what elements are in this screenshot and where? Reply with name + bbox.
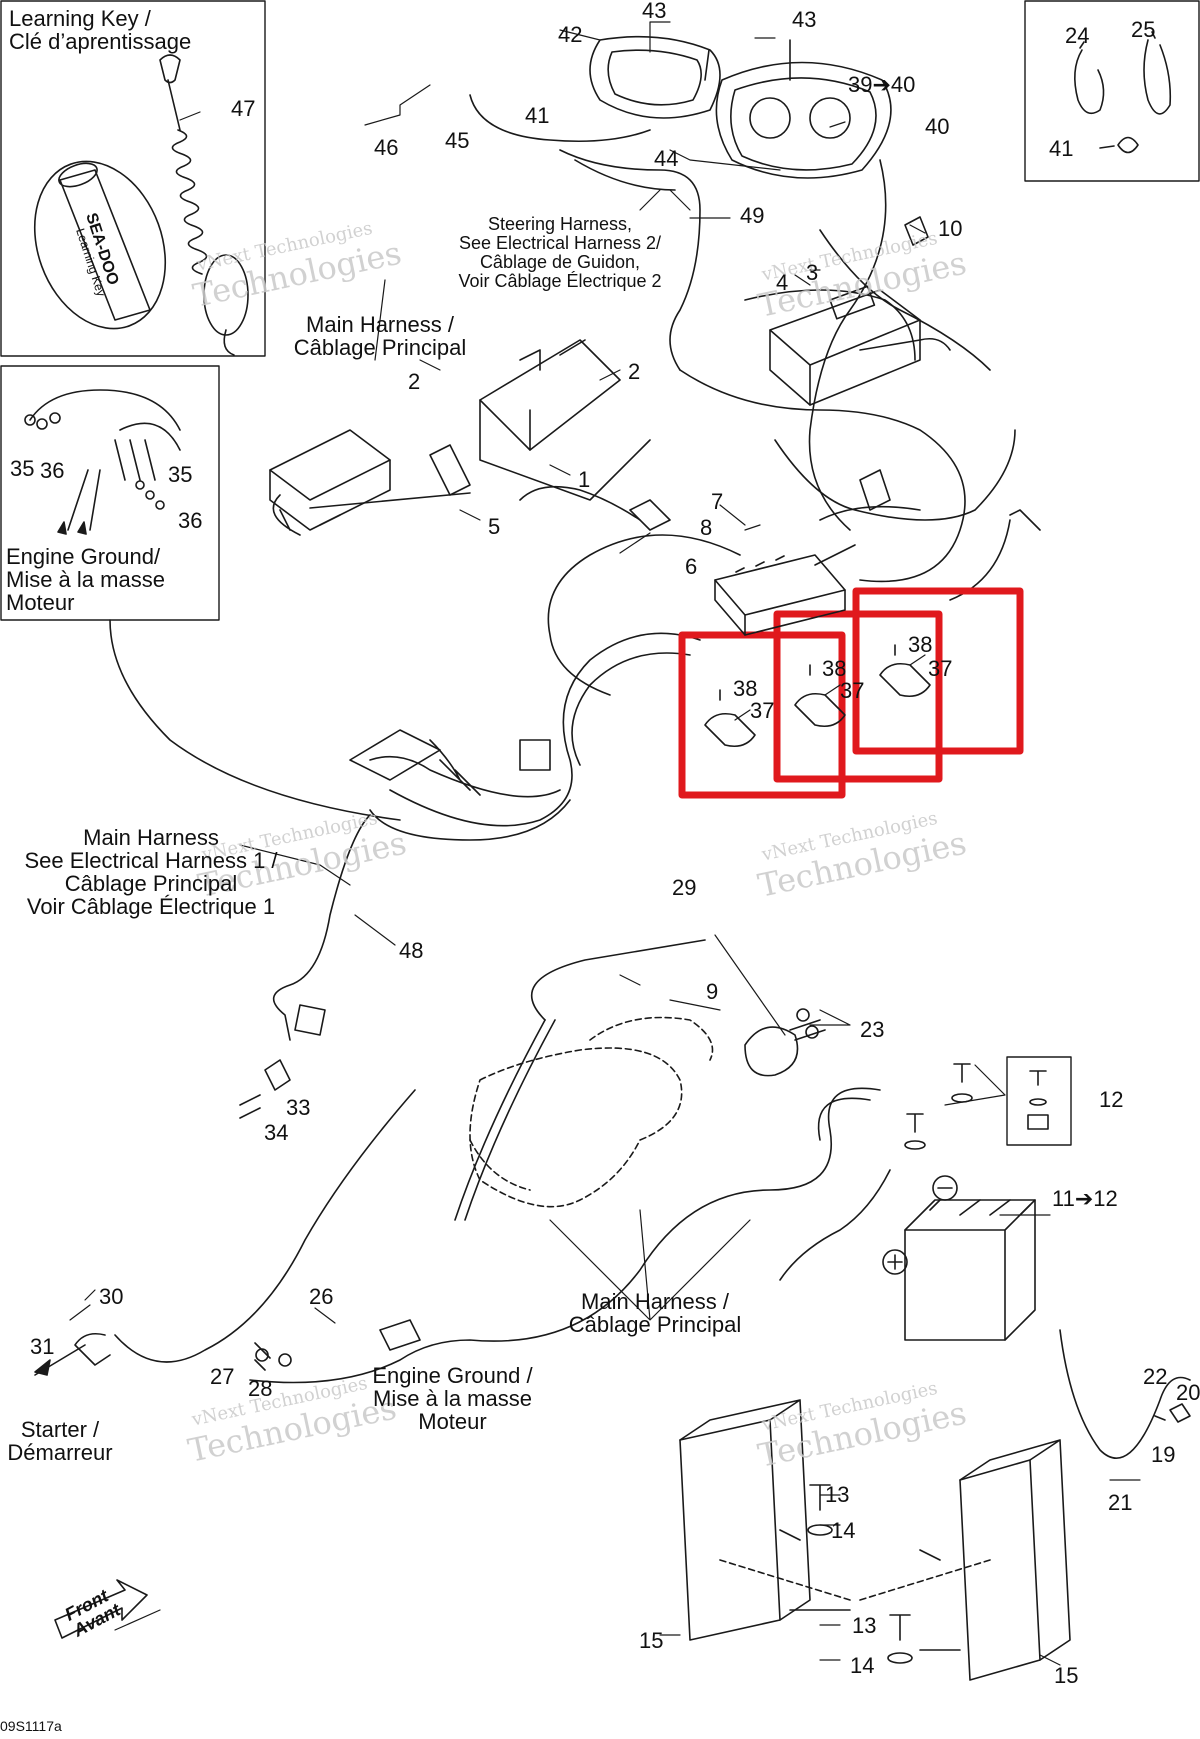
highlight-box-3 [852, 587, 1024, 755]
callout-37: 37 [928, 656, 953, 681]
callout-15: 15 [639, 1628, 664, 1653]
callout-43: 43 [792, 7, 817, 32]
callout-2: 2 [628, 359, 641, 384]
callout-44: 44 [654, 146, 679, 171]
gauge-cluster [589, 35, 892, 179]
main-harness-left [109, 485, 741, 841]
lower-harness [34, 814, 1191, 1459]
callout-40: 40 [925, 114, 950, 139]
callout-21: 21 [1108, 1490, 1133, 1515]
callout-31: 31 [30, 1334, 55, 1359]
callout-14: 14 [831, 1518, 856, 1543]
bolts-washers [254, 1063, 1191, 1664]
callout-41: 41 [1049, 136, 1074, 161]
ecm-bracket [269, 339, 651, 536]
learning-key-inset [0, 0, 266, 357]
engine-block [469, 1016, 714, 1208]
callout-4: 4 [776, 270, 789, 295]
callout-10: 10 [938, 216, 963, 241]
callout-38: 38 [908, 632, 933, 657]
callout-46: 46 [374, 135, 399, 160]
front-arrow-icon [54, 1579, 148, 1639]
callout-20: 20 [1176, 1380, 1200, 1405]
callout-34: 34 [264, 1120, 289, 1145]
callout-11-12: 11➔12 [1052, 1186, 1118, 1211]
callout-43: 43 [642, 0, 667, 23]
callout-8: 8 [700, 515, 713, 540]
callout-3: 3 [806, 260, 819, 285]
engine-ground-terminals [24, 389, 181, 535]
callout-7: 7 [711, 489, 724, 514]
callout-6: 6 [685, 554, 698, 579]
highlight-box-1 [678, 631, 846, 799]
learning-key-label: Learning Key / Clé d’aprentissage [9, 6, 192, 54]
hardware-inset-12 [1006, 1056, 1072, 1146]
callout-5: 5 [488, 514, 501, 539]
callout-13: 13 [852, 1613, 877, 1638]
voltage-regulator [714, 544, 856, 636]
callout-15: 15 [1054, 1663, 1079, 1688]
callout-1: 1 [578, 467, 591, 492]
clips-37 [704, 644, 931, 748]
learning-key-drawing [33, 54, 249, 356]
callout-25: 25 [1131, 17, 1156, 42]
callout-14: 14 [850, 1653, 875, 1678]
callout-9: 9 [706, 979, 719, 1004]
cable-ties [1074, 31, 1172, 154]
leader-lines [69, 21, 1141, 1666]
callout-35: 35 [10, 456, 35, 481]
callout-37: 37 [750, 698, 775, 723]
engine-ground-bottom-label: Engine Ground / Mise à la masse Moteur [372, 1363, 533, 1434]
callout-26: 26 [309, 1284, 334, 1309]
callout-47: 47 [231, 96, 256, 121]
callout-38: 38 [822, 656, 847, 681]
battery [882, 1175, 1036, 1341]
highlight-boxes [678, 587, 1024, 799]
starter-solenoid [744, 1008, 826, 1077]
callout-49: 49 [740, 203, 765, 228]
main-harness-bottom-label: Main Harness / Câblage Principal [568, 1289, 742, 1337]
callout-2: 2 [408, 369, 421, 394]
callout-33: 33 [286, 1095, 311, 1120]
callout-39-40: 39➔40 [848, 72, 916, 97]
callout-13: 13 [825, 1482, 850, 1507]
steering-harness-label: Steering Harness, See Electrical Harness… [458, 214, 662, 291]
callout-30: 30 [99, 1284, 124, 1309]
callout-27: 27 [210, 1364, 235, 1389]
callout-38: 38 [733, 676, 758, 701]
callout-23: 23 [860, 1017, 885, 1042]
fuse-block [769, 216, 1041, 531]
callout-42: 42 [558, 22, 583, 47]
callout-24: 24 [1065, 23, 1090, 48]
callout-45: 45 [445, 128, 470, 153]
callout-12: 12 [1099, 1087, 1124, 1112]
battery-brackets [679, 1399, 1071, 1681]
callout-35: 35 [168, 462, 193, 487]
callout-41: 41 [525, 103, 550, 128]
callout-22: 22 [1143, 1364, 1168, 1389]
callout-29: 29 [672, 875, 697, 900]
figure-code: 09S1117a [0, 1718, 62, 1734]
starter-label: Starter / Démarreur [7, 1417, 113, 1465]
ties-inset [1024, 0, 1200, 182]
callout-19: 19 [1151, 1442, 1176, 1467]
callout-36: 36 [40, 458, 65, 483]
callout-48: 48 [399, 938, 424, 963]
callout-36: 36 [178, 508, 203, 533]
main-harness-top [469, 94, 1016, 601]
main-harness-left-label: Main Harness See Electrical Harness 1 / … [24, 825, 278, 919]
main-harness-top-label: Main Harness / Câblage Principal [293, 312, 467, 360]
engine-ground-top-label: Engine Ground/ Mise à la masse Moteur [6, 544, 165, 615]
callout-28: 28 [248, 1376, 273, 1401]
callout-37: 37 [840, 678, 865, 703]
